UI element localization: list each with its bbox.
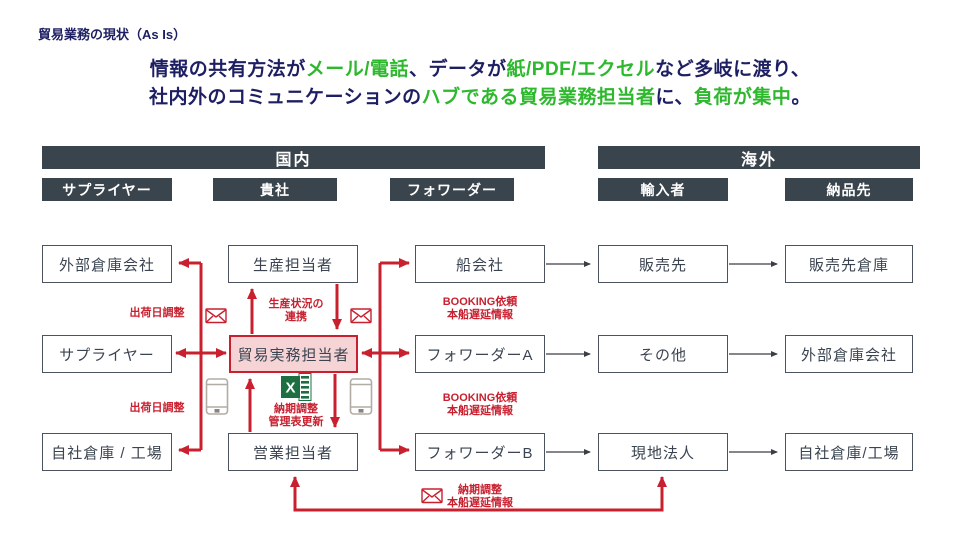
headline-segment: に、	[655, 87, 694, 108]
node-supplier: サプライヤー	[42, 335, 172, 373]
region-header-domestic: 国内	[42, 146, 545, 169]
node-external-warehouse: 外部倉庫会社	[42, 245, 172, 283]
node-trade-operations-staff: 貿易実務担当者	[229, 335, 358, 373]
headline-segment: など多岐に渡り、	[655, 59, 811, 80]
annotation-booking-1: BOOKING依頼 本船遅延情報	[420, 296, 540, 321]
annotation-line: 納期調整	[274, 403, 318, 415]
envelope-icon	[350, 308, 372, 329]
column-header-supplier: サプライヤー	[42, 178, 172, 201]
column-header-your-company: 貴社	[213, 178, 337, 201]
annotation-line: BOOKING依頼	[442, 392, 518, 404]
node-external-warehouse-overseas: 外部倉庫会社	[785, 335, 913, 373]
headline-segment: 社内外のコミュニケーションの	[149, 87, 422, 108]
headline: 情報の共有方法がメール/電話、データが紙/PDF/エクセルなど多岐に渡り、 社内…	[0, 56, 960, 112]
annotation-production-status: 生産状況の 連携	[246, 298, 346, 323]
annotation-bottom-delivery: 納期調整 本船遅延情報	[420, 484, 540, 509]
annotation-ship-date-adjust-1: 出荷日調整	[129, 307, 185, 319]
node-sales-destination-warehouse: 販売先倉庫	[785, 245, 913, 283]
annotation-delivery-mgmt: 納期調整 管理表更新	[246, 403, 346, 428]
column-header-forwarder: フォワーダー	[390, 178, 514, 201]
headline-line-1: 情報の共有方法がメール/電話、データが紙/PDF/エクセルなど多岐に渡り、	[0, 56, 960, 84]
headline-segment: メール/電話	[305, 59, 409, 80]
node-sales-destination: 販売先	[598, 245, 728, 283]
svg-text:X: X	[285, 380, 295, 397]
region-header-overseas: 海外	[598, 146, 920, 169]
headline-segment: 情報の共有方法が	[149, 59, 306, 80]
node-local-subsidiary: 現地法人	[598, 433, 728, 471]
node-production-staff: 生産担当者	[228, 245, 358, 283]
node-own-warehouse-factory: 自社倉庫 / 工場	[42, 433, 172, 471]
annotation-line: 本船遅延情報	[447, 308, 513, 321]
node-shipping-company: 船会社	[415, 245, 545, 283]
node-forwarder-a: フォワーダーA	[415, 335, 545, 373]
annotation-line: 連携	[285, 310, 307, 323]
node-forwarder-b: フォワーダーB	[415, 433, 545, 471]
headline-segment: 負荷が集中	[693, 87, 792, 108]
headline-line-2: 社内外のコミュニケーションのハブである貿易業務担当者に、負荷が集中。	[0, 84, 960, 112]
annotation-line: 本船遅延情報	[447, 404, 513, 417]
headline-segment: 。	[791, 87, 811, 108]
node-sales-staff: 営業担当者	[228, 433, 358, 471]
annotation-line: 生産状況の	[268, 298, 324, 310]
headline-segment: 紙/PDF/エクセル	[506, 59, 656, 80]
smartphone-icon	[205, 378, 229, 421]
annotation-line: 納期調整	[458, 484, 502, 496]
envelope-icon	[205, 308, 227, 329]
headline-segment: 、データが	[408, 59, 507, 80]
annotation-line: 管理表更新	[268, 415, 324, 428]
envelope-icon	[421, 488, 443, 509]
column-header-delivery-destination: 納品先	[785, 178, 913, 201]
smartphone-icon	[349, 378, 373, 421]
annotation-line: 本船遅延情報	[447, 496, 513, 509]
annotation-ship-date-adjust-2: 出荷日調整	[129, 402, 185, 414]
node-own-warehouse-factory-overseas: 自社倉庫/工場	[785, 433, 913, 471]
node-other: その他	[598, 335, 728, 373]
column-header-importer: 輸入者	[598, 178, 728, 201]
page-title: 貿易業務の現状（As Is）	[38, 27, 187, 42]
annotation-booking-2: BOOKING依頼 本船遅延情報	[420, 392, 540, 417]
headline-segment: ハブである貿易業務担当者	[421, 87, 656, 108]
excel-file-icon: X	[281, 373, 312, 406]
annotation-line: BOOKING依頼	[442, 296, 518, 308]
